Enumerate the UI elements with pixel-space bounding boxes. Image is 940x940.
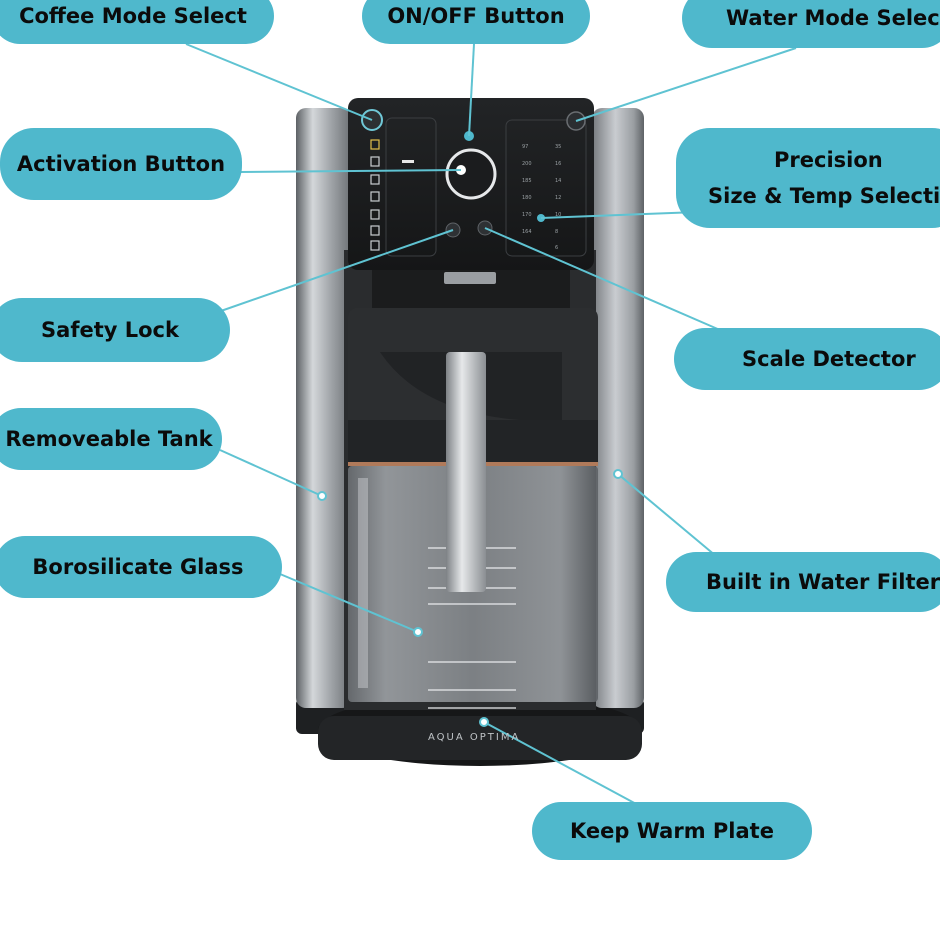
warm-plate-top	[318, 716, 642, 760]
callout-borosilicate-glass: Borosilicate Glass	[0, 536, 282, 598]
callout-on-off-button: ON/OFF Button	[362, 0, 590, 44]
filter-nozzle	[444, 272, 496, 284]
endpoint-dot	[413, 627, 423, 637]
endpoint-dot	[317, 491, 327, 501]
callout-removeable-tank: Removeable Tank	[0, 408, 222, 470]
coffee-cup-icon-4	[370, 191, 380, 202]
activation-dial-icon[interactable]	[445, 148, 497, 200]
glass-highlight	[358, 478, 368, 688]
callout-label-line2: Size & Temp Selection	[708, 184, 940, 208]
temp-label: 180	[522, 195, 532, 201]
callout-label: Scale Detector	[742, 347, 916, 371]
leader-water-filter	[617, 473, 717, 557]
coffee-cup-icon-3	[370, 174, 380, 185]
temp-label: 200	[522, 161, 532, 167]
leader-activation	[239, 169, 462, 173]
temp-label: 185	[522, 178, 532, 184]
leader-lines	[185, 43, 797, 807]
leader-coffee-mode	[185, 43, 373, 121]
callout-label: ON/OFF Button	[387, 4, 565, 28]
size-label: 10	[555, 212, 561, 218]
leader-water-mode	[575, 47, 797, 122]
callout-safety-lock: Safety Lock	[0, 298, 230, 362]
endpoint-dot	[479, 717, 489, 727]
brand-logo-text: AQUA OPTIMA	[428, 732, 521, 743]
temp-label: 164	[522, 229, 532, 235]
size-label: 8	[555, 229, 558, 235]
callout-label-line1: Precision	[774, 148, 883, 172]
scale-frame	[505, 119, 587, 257]
callout-scale-detector: Scale Detector	[674, 328, 940, 390]
callout-label: Built in Water Filter	[706, 570, 940, 594]
left-steel-column	[296, 108, 352, 708]
mode-icon-frame	[385, 117, 437, 257]
callout-activation-button: Activation Button	[0, 128, 242, 200]
callout-label: Safety Lock	[41, 318, 179, 342]
coffee-cup-icon-2	[370, 156, 380, 167]
temperature-scale: 97 200 185 180 170 164	[522, 144, 532, 235]
spout-tube	[446, 352, 486, 592]
size-scale: 35 16 14 12 10 8 6	[555, 144, 561, 251]
leader-safety-lock	[217, 229, 454, 313]
leader-endpoints	[317, 469, 623, 727]
endpoint-dot	[613, 469, 623, 479]
callout-water-mode-select: Water Mode Select	[682, 0, 940, 48]
callout-keep-warm-plate: Keep Warm Plate	[532, 802, 812, 860]
temp-label: 170	[522, 212, 532, 218]
callout-coffee-mode-select: Coffee Mode Select	[0, 0, 274, 44]
callout-label: Activation Button	[16, 152, 226, 176]
callout-label: Water Mode Select	[726, 6, 940, 30]
callout-label: Removeable Tank	[5, 427, 213, 451]
leader-keep-warm	[483, 721, 641, 807]
callout-label: Coffee Mode Select	[19, 4, 247, 28]
size-label: 16	[555, 161, 561, 167]
coffee-cup-icon-1	[370, 139, 380, 150]
coffee-cup-icon-6	[370, 225, 380, 236]
size-label: 35	[555, 144, 561, 150]
callout-label: Borosilicate Glass	[32, 555, 244, 579]
leader-borosilicate	[279, 573, 419, 633]
coffee-cup-icon-5	[370, 209, 380, 220]
size-label: 14	[555, 178, 561, 184]
leader-scale-detector	[484, 227, 721, 331]
temp-label: 97	[522, 144, 528, 150]
indicator-bar	[402, 160, 414, 163]
size-label: 6	[555, 245, 558, 251]
leader-on-off	[468, 43, 475, 137]
callout-precision-selection: Precision Size & Temp Selection	[676, 128, 940, 228]
leader-precision	[540, 211, 699, 219]
callout-label: Keep Warm Plate	[570, 819, 774, 843]
mode-icons	[370, 139, 380, 251]
size-label: 12	[555, 195, 561, 201]
coffee-cup-icon-7	[370, 240, 380, 251]
callout-built-in-water-filter: Built in Water Filter	[666, 552, 940, 612]
right-steel-column	[592, 108, 644, 708]
leader-removeable-tank	[219, 449, 323, 497]
